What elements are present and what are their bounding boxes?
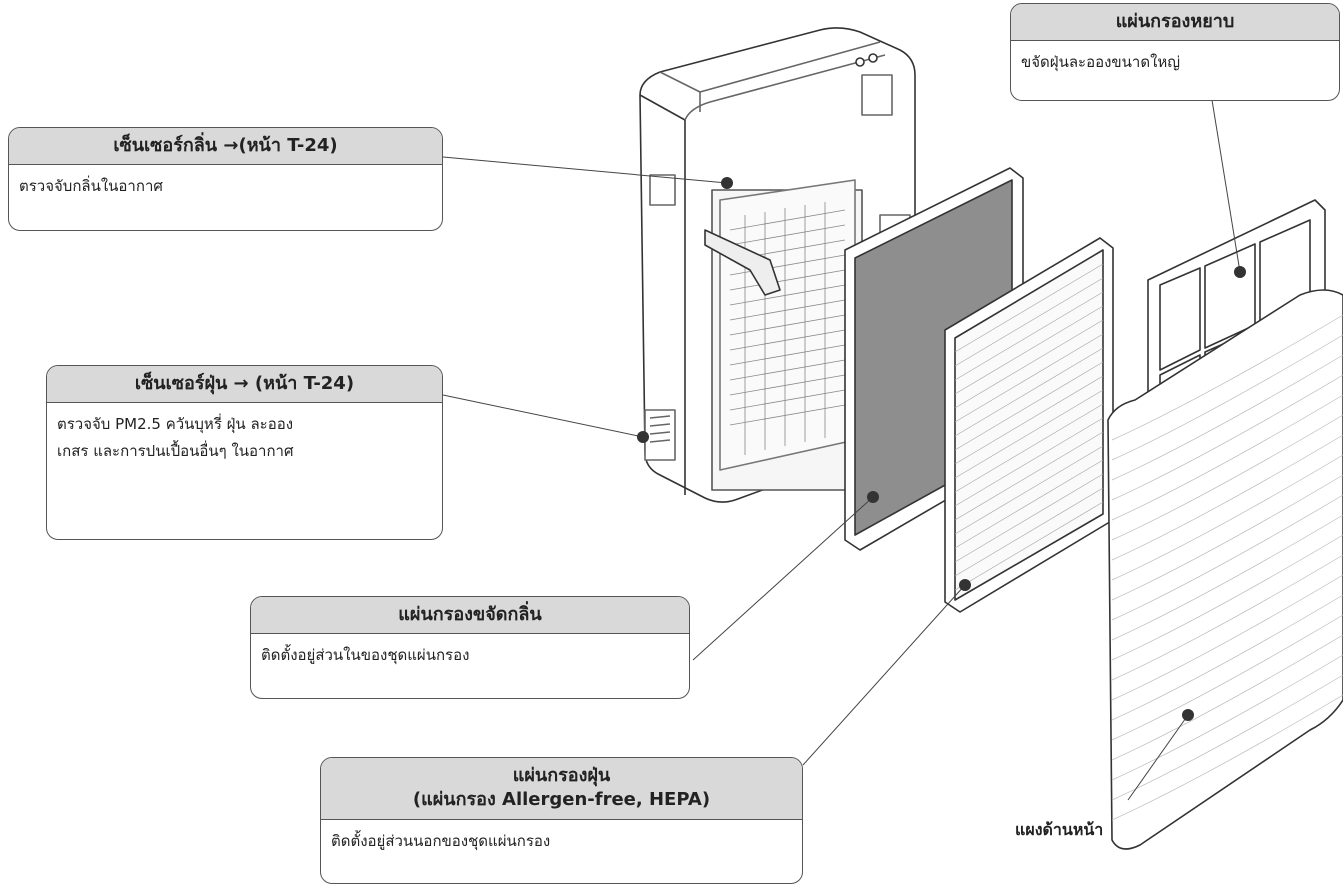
dust-filter-marker — [959, 579, 971, 591]
dust-sensor-description-line2: เกสร และการปนเปื้อนอื่นๆ ในอากาศ — [57, 442, 294, 461]
odor-sensor-title: เซ็นเซอร์กลิ่น →(หน้า T-24) — [9, 128, 442, 166]
dust-filter-title-line1: แผ่นกรองฝุ่น — [512, 765, 611, 786]
dust-sensor-description: ตรวจจับ PM2.5 ควันบุหรี่ ฝุ่น ละออง เกสร… — [47, 403, 442, 473]
pre-filter-callout: แผ่นกรองหยาบ ขจัดฝุ่นละอองขนาดใหญ่ — [1010, 3, 1340, 101]
deodorizing-filter-callout: แผ่นกรองขจัดกลิ่น ติดตั้งอยู่ส่วนในของชุ… — [250, 596, 690, 699]
markers — [637, 177, 1246, 721]
dust-filter-panel — [944, 237, 1114, 613]
dust-filter-description: ติดตั้งอยู่ส่วนนอกของชุดแผ่นกรอง — [331, 831, 551, 850]
pre-filter-marker — [1234, 266, 1246, 278]
dust-sensor-callout: เซ็นเซอร์ฝุ่น → (หน้า T-24) ตรวจจับ PM2.… — [46, 365, 443, 540]
odor-sensor-callout: เซ็นเซอร์กลิ่น →(หน้า T-24) ตรวจจับกลิ่น… — [8, 127, 443, 231]
pre-filter-title: แผ่นกรองหยาบ — [1011, 4, 1339, 42]
dust-filter-callout: แผ่นกรองฝุ่น (แผ่นกรอง Allergen-free, HE… — [320, 757, 803, 884]
dust-filter-title-line2: (แผ่นกรอง Allergen-free, HEPA) — [412, 789, 711, 811]
pre-filter-description: ขจัดฝุ่นละอองขนาดใหญ่ — [1021, 53, 1181, 72]
dust-filter-title: แผ่นกรองฝุ่น (แผ่นกรอง Allergen-free, HE… — [321, 758, 802, 820]
front-panel-label: แผงด้านหน้า — [1015, 820, 1104, 839]
front-panel — [1107, 289, 1343, 850]
deodorizing-filter-marker — [867, 491, 879, 503]
leader-lines — [442, 99, 1241, 801]
deodorizing-filter-title: แผ่นกรองขจัดกลิ่น — [251, 597, 689, 635]
deodorizing-filter-description: ติดตั้งอยู่ส่วนในของชุดแผ่นกรอง — [261, 646, 470, 665]
dust-sensor-marker — [637, 431, 649, 443]
dust-sensor-description-line1: ตรวจจับ PM2.5 ควันบุหรี่ ฝุ่น ละออง — [57, 415, 294, 434]
front-panel-marker — [1182, 709, 1194, 721]
odor-sensor-marker — [721, 177, 733, 189]
odor-sensor-description: ตรวจจับกลิ่นในอากาศ — [19, 177, 163, 196]
dust-sensor-title: เซ็นเซอร์ฝุ่น → (หน้า T-24) — [47, 366, 442, 404]
